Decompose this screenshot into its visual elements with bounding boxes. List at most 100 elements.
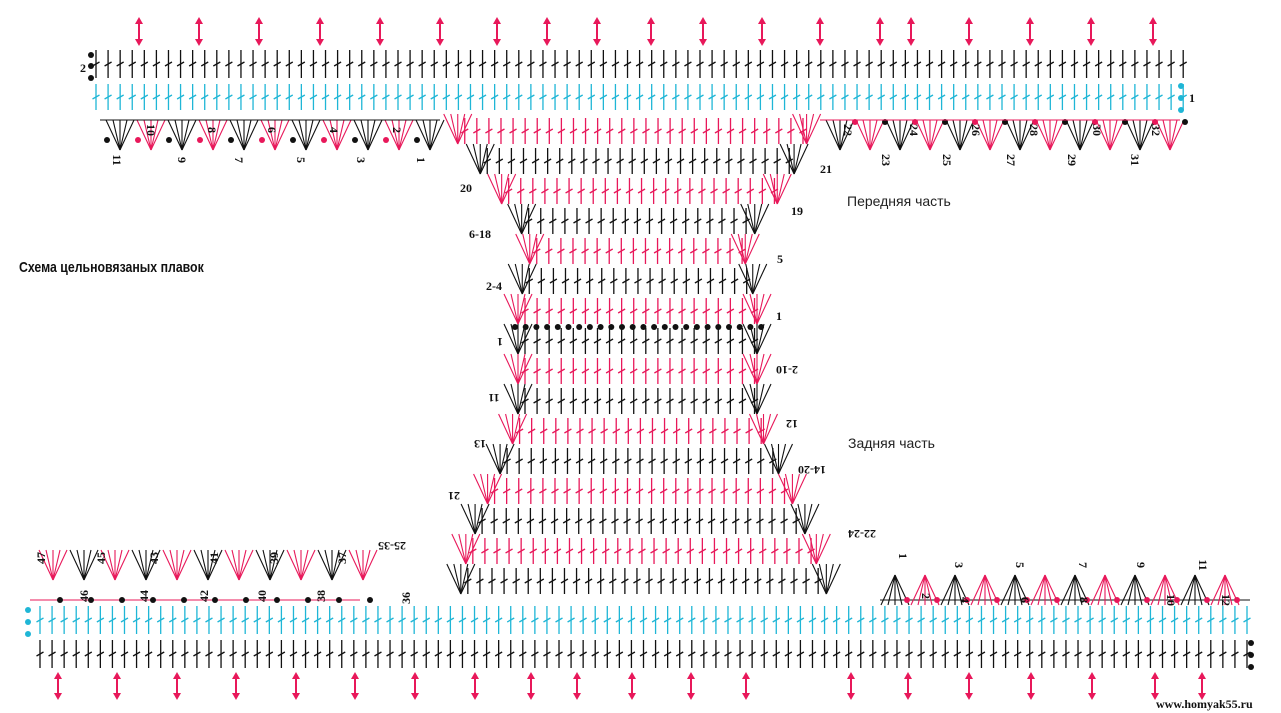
stitch-cross: [696, 458, 705, 464]
stitch-bottom-black: [265, 640, 274, 668]
stitch-body-pink: [497, 118, 505, 144]
stitch-bottom-cyan: [1037, 606, 1046, 634]
stitch-cross: [700, 617, 708, 623]
shell-motif: [286, 549, 316, 581]
stitch-cross: [1110, 617, 1119, 623]
stitch-body-pink: [671, 478, 680, 504]
arrow-head: [907, 17, 915, 24]
stitch-cross: [698, 188, 706, 194]
stitch-cross: [654, 338, 662, 344]
stitch-top-cyan: [913, 84, 922, 110]
stitch-cross: [659, 488, 668, 494]
stitch-cross: [506, 651, 515, 657]
stitch-cross: [120, 651, 129, 657]
stitch-body-black: [512, 568, 520, 594]
fan-stitch: [212, 119, 221, 151]
fan-stitch: [770, 443, 780, 475]
fan-stitch: [503, 353, 519, 385]
stitch-body-pink: [686, 178, 694, 204]
stitch-body-pink: [638, 538, 646, 564]
fan-stitch: [460, 563, 469, 595]
stitch-bottom-cyan: [675, 606, 684, 634]
fan-stitch: [145, 549, 154, 581]
stitch-body-black: [609, 208, 618, 234]
stitch-cross: [694, 278, 703, 284]
stitch-body-black: [608, 568, 617, 594]
stitch-cross: [1010, 61, 1018, 67]
stitch-cross: [490, 518, 498, 524]
stitch-cross: [1046, 94, 1055, 100]
side-shell: [443, 113, 473, 145]
stitch-body-black: [702, 388, 711, 414]
fan-stitch: [460, 563, 476, 595]
stitch-body-pink: [481, 538, 489, 564]
arrow-head: [54, 693, 62, 700]
stitch-body-pink: [649, 178, 658, 204]
shell-motif: [229, 119, 259, 151]
stitch-cross: [653, 248, 662, 254]
stitch-top-black: [1046, 50, 1055, 78]
chain-dot: [181, 597, 187, 603]
fan-stitch: [791, 473, 807, 505]
fan-stitch: [521, 203, 530, 235]
stitch-body-black: [802, 568, 810, 594]
stitch-body-black: [670, 268, 679, 294]
stitch-cross: [460, 128, 469, 134]
stitch-cross: [333, 61, 342, 67]
fan-stitch: [1044, 574, 1053, 606]
fan-stitch: [119, 119, 128, 151]
stitch-top-cyan: [792, 84, 801, 110]
stitch-bottom-cyan: [1146, 606, 1155, 634]
stitch-cross: [1206, 651, 1215, 657]
stitch-cross: [714, 308, 723, 314]
fan-stitch: [825, 563, 841, 595]
stitch-body-pink: [576, 418, 584, 444]
stitch-cross: [575, 94, 584, 100]
stitch-cross: [613, 548, 622, 554]
arrow-head: [1151, 672, 1159, 679]
stitch-top-black: [623, 50, 632, 78]
stitch-cross: [780, 518, 788, 524]
stitch-cross: [362, 617, 370, 623]
stitch-cross: [382, 61, 390, 67]
stitch-cross: [337, 651, 346, 657]
stitch-top-cyan: [877, 84, 886, 110]
stitch-cross: [1034, 94, 1043, 100]
stitch-body-pink: [593, 298, 602, 324]
stitch-bottom-black: [844, 640, 853, 668]
stitch-body-pink: [605, 298, 614, 324]
stitch-cross: [1013, 617, 1022, 623]
stitch-cross: [406, 94, 414, 100]
arrow-head: [907, 39, 915, 46]
stitch-cross: [398, 651, 406, 657]
fan-stitch: [336, 119, 345, 151]
chain-dot: [57, 597, 63, 603]
stitch-cross: [92, 94, 100, 100]
stitch-cross: [893, 651, 901, 657]
stitch-top-cyan: [442, 84, 451, 110]
stitch-cross: [552, 428, 560, 434]
side-shell: [451, 533, 481, 565]
double-arrow-icon: [628, 672, 636, 700]
stitch-bottom-cyan: [663, 606, 672, 634]
stitch-cross: [538, 518, 547, 524]
shell-number: 39: [267, 552, 281, 564]
stitch-cross: [718, 218, 726, 224]
stitch-cross: [370, 61, 378, 67]
stitch-body-black: [609, 268, 618, 294]
shell-motif: [353, 119, 383, 151]
stitch-cross: [869, 651, 877, 657]
fan-stitch: [869, 119, 885, 151]
stitch-cross: [925, 94, 934, 100]
stitch-cross: [539, 61, 547, 67]
row-range-label: 6-18: [469, 227, 491, 241]
stitch-cross: [639, 651, 648, 657]
stitch-cross: [603, 651, 612, 657]
fan-stitch: [207, 549, 223, 581]
fan-stitch: [517, 323, 533, 355]
stitch-top-cyan: [478, 84, 487, 110]
stitch-cross: [237, 94, 245, 100]
stitch-top-black: [913, 50, 922, 78]
stitch-body-black: [718, 268, 727, 294]
fan-stitch: [1014, 574, 1023, 606]
